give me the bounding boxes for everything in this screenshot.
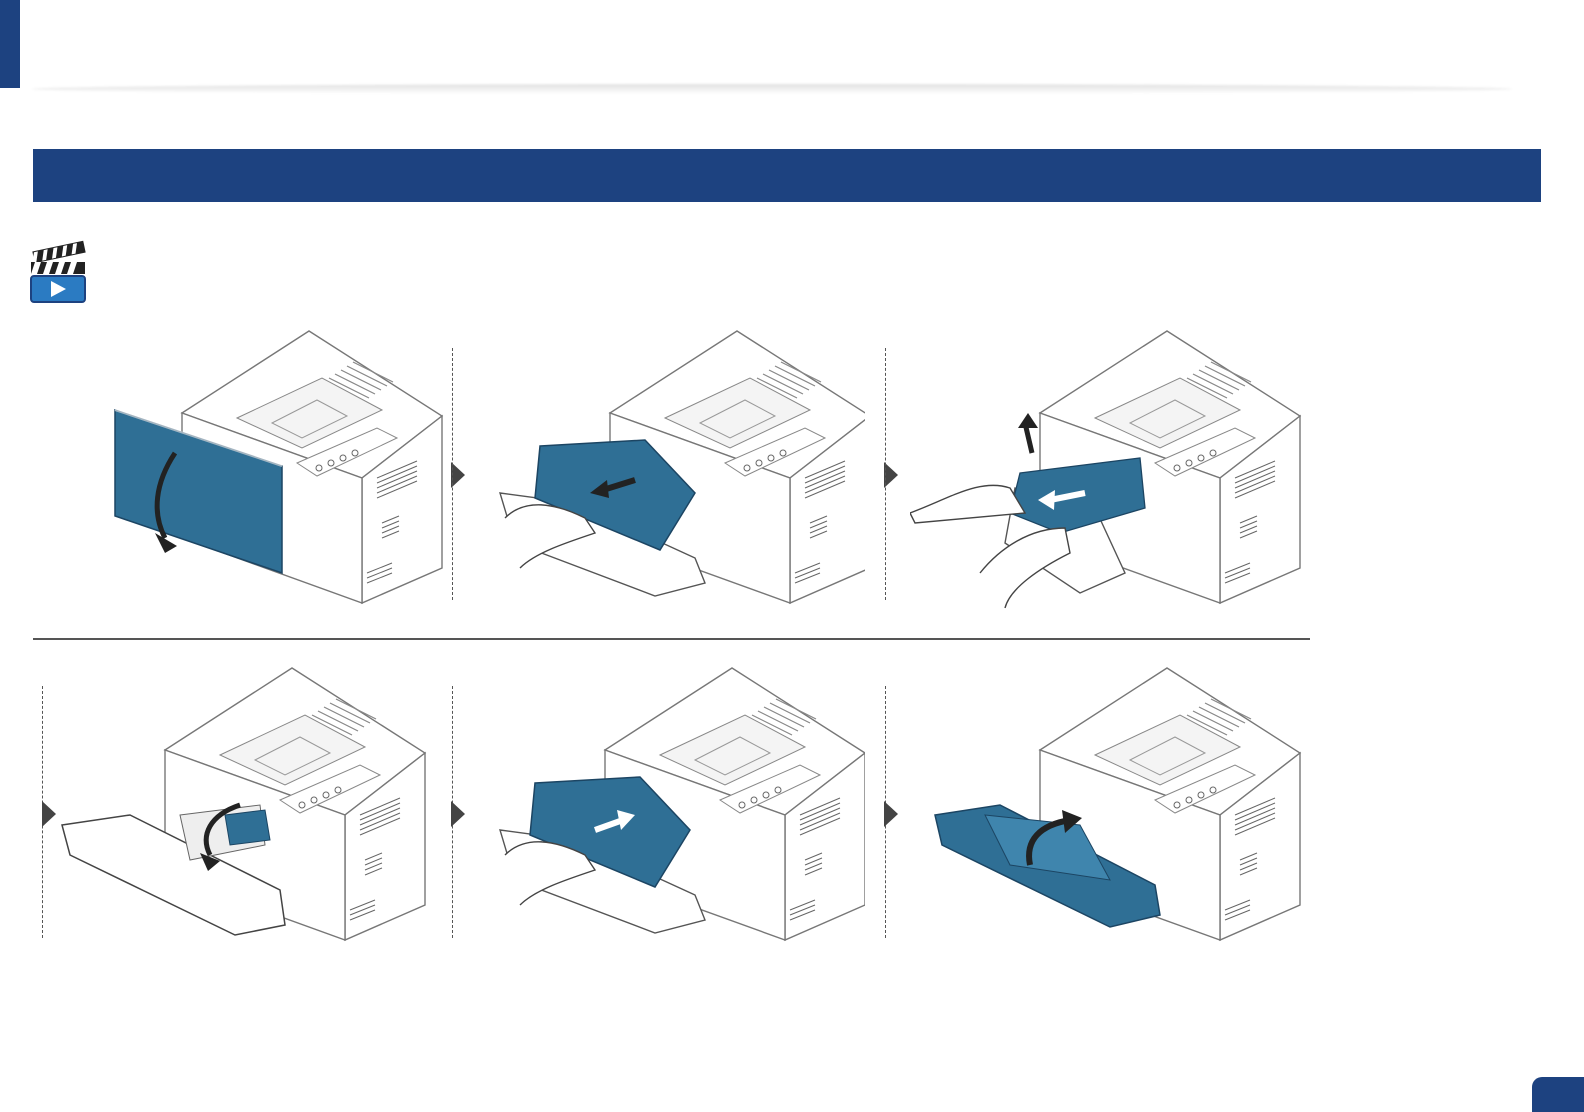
step-6-illustration (930, 665, 1310, 950)
step-4-illustration (60, 665, 430, 950)
corner-tab (0, 0, 20, 88)
step-arrow-icon (42, 801, 56, 827)
step-5-illustration (495, 665, 865, 950)
header-rule (32, 84, 1512, 94)
step-1-illustration (107, 328, 447, 613)
step-divider (452, 348, 453, 600)
step-arrow-icon (884, 801, 898, 827)
step-divider (885, 348, 886, 600)
step-2-illustration (495, 328, 865, 613)
step-arrow-icon (884, 462, 898, 488)
video-play-icon[interactable] (29, 240, 87, 304)
page-number-badge (1532, 1077, 1584, 1112)
section-title-bar (33, 149, 1541, 202)
step-arrow-icon (451, 462, 465, 488)
row-divider (33, 638, 1310, 640)
step-3-illustration (910, 328, 1310, 613)
step-arrow-icon (451, 801, 465, 827)
